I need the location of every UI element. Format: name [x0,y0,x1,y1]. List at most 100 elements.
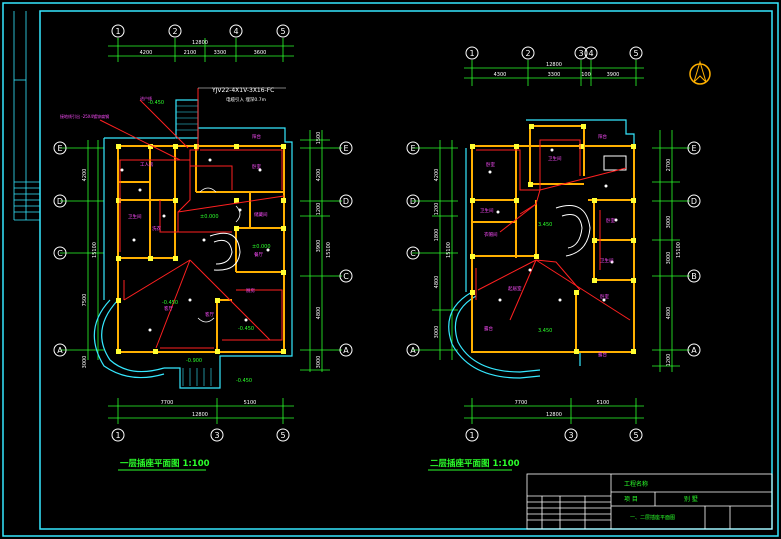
axis-label: A [691,346,697,355]
left-outer-walls [93,99,293,389]
cable-sublabel: 电缆引入 埋深0.7m [226,96,266,103]
svg-text:露台: 露台 [484,325,493,332]
dim-total: 15100 [676,242,682,258]
dim-value: 7700 [515,400,528,406]
dim-value: 3000 [666,216,672,229]
axis-label: E [691,144,696,153]
project-name-label: 工程名称 [624,480,648,488]
left-doors [197,187,241,323]
axis-label: 5 [280,431,285,440]
left-stair-hatch [176,105,212,386]
dim-value: 4200 [140,50,153,56]
svg-text:接地线引出 -25X4镀锌扁钢: 接地线引出 -25X4镀锌扁钢 [60,113,109,119]
svg-text:起居室: 起居室 [508,285,522,292]
dim-value: 4300 [494,72,507,78]
svg-text:储藏间: 储藏间 [254,211,268,218]
north-arrow-icon [689,60,711,85]
axis-label: E [57,144,62,153]
axis-label: 3 [568,431,573,440]
left-note-labels: 接地线引出 -25X4镀锌扁钢 进户线 [60,95,152,119]
axis-label: C [410,249,416,258]
cable-label: YJV22-4X1V-3X16-FC [211,87,274,94]
svg-text:卧室: 卧室 [600,293,609,300]
svg-text:卧室: 卧室 [252,163,261,170]
axis-label: 4 [588,49,593,58]
axis-label: 5 [280,27,285,36]
axis-label: 1 [115,431,120,440]
level-label: -0.450 [148,100,164,106]
axis-label: 5 [633,431,638,440]
level-label: ±0.000 [252,244,271,250]
stamp-strip [13,11,40,221]
right-plan-title: 二层插座平面图 1:100 [430,458,520,469]
dim-value: 3300 [214,50,227,56]
right-dimension-lines [412,60,690,424]
left-spiral-stair [209,232,241,271]
right-wiring [475,139,631,321]
dim-total: 15100 [92,242,98,258]
dim-value: 3600 [254,50,267,56]
axis-label: A [57,346,63,355]
axis-label: D [57,197,63,206]
svg-text:卫生间: 卫生间 [128,213,142,220]
axis-label: 3 [578,49,583,58]
dim-value: 1200 [434,203,440,216]
left-columns [116,144,286,354]
dim-value: 3000 [666,252,672,265]
axis-label: 1 [115,27,120,36]
axis-label: 4 [233,27,238,36]
right-outlet-marks [488,148,618,302]
axis-label: A [343,346,349,355]
dim-value: 5100 [244,400,257,406]
svg-text:客厅: 客厅 [164,305,173,312]
right-columns [470,124,636,354]
level-label: 3.450 [538,222,552,228]
svg-text:卧室: 卧室 [486,161,495,168]
svg-text:阳台: 阳台 [252,133,261,140]
dim-value: 4200 [82,169,88,182]
left-axis-bubbles [53,24,353,442]
right-axis-bubbles [406,46,701,442]
drawing-name: 一、二层插座平面图 [630,514,675,521]
left-interior-walls [117,145,285,353]
svg-text:客厅: 客厅 [205,311,214,318]
title-block: 工程名称 项 目 别 墅 一、二层插座平面图 [526,473,773,530]
dim-value: 1200 [666,354,672,367]
axis-label: B [691,272,697,281]
svg-text:进户线: 进户线 [140,95,152,101]
svg-text:餐厅: 餐厅 [254,251,263,258]
axis-label: 2 [172,27,177,36]
svg-text:卫生间: 卫生间 [480,207,494,214]
level-label: -0.450 [162,300,178,306]
dim-value: 100 [581,72,591,78]
svg-text:卫生间: 卫生间 [548,155,562,162]
dim-value: 2700 [666,159,672,172]
right-spiral-stair [555,155,627,257]
left-outlet-marks [120,158,270,332]
dim-value: 4200 [434,169,440,182]
dim-value: 3900 [316,240,322,253]
item-value: 别 墅 [684,495,698,503]
dim-total: 12800 [192,40,208,46]
dim-value: 1800 [434,229,440,242]
axis-label: C [343,272,349,281]
dim-value: 3000 [82,356,88,369]
axis-label: C [57,249,63,258]
dim-value: 4200 [316,169,322,182]
dim-value: 3000 [316,356,322,369]
right-interior-walls [471,125,635,353]
dim-value: 3900 [607,72,620,78]
dim-value: 1200 [316,203,322,216]
level-label: -0.450 [238,326,254,332]
dim-value: 2100 [184,50,197,56]
dim-value: 3000 [434,326,440,339]
svg-text:厨房: 厨房 [246,287,255,294]
dim-total: 12800 [546,412,562,418]
dim-total: 15100 [326,242,332,258]
axis-label: A [410,346,416,355]
level-label: -0.450 [236,378,252,384]
dim-total: 12800 [546,62,562,68]
svg-text:衣帽间: 衣帽间 [484,231,498,238]
